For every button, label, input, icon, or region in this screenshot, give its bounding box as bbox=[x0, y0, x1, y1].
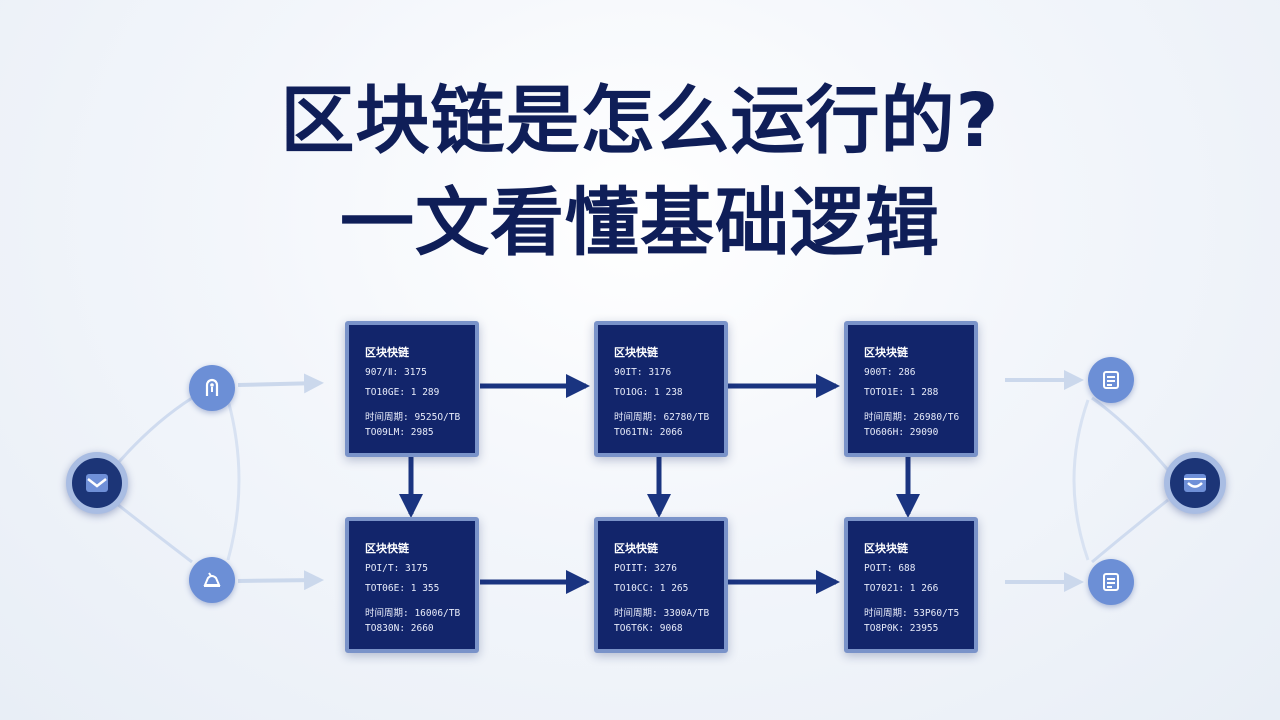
page-title-line-1: 区块链是怎么运行的? bbox=[280, 78, 1000, 164]
block-timestamp: 时间周期: 3300A/TB bbox=[614, 608, 710, 619]
connector-right-arc bbox=[1072, 399, 1090, 561]
faint-arrow-left-bottom bbox=[237, 570, 324, 591]
key-icon bbox=[205, 378, 219, 396]
block-field: TOTO1E: 1 288 bbox=[864, 387, 939, 398]
block-field: TO10GE: 1 289 bbox=[365, 387, 440, 398]
right-bottom-node bbox=[1088, 559, 1134, 605]
block-timestamp: 时间周期: 9525O/TB bbox=[365, 412, 461, 423]
left-top-node bbox=[189, 365, 235, 411]
block-field: POIIT: 3276 bbox=[614, 563, 677, 574]
block-timestamp: 时间周期: 62780/TB bbox=[614, 412, 710, 423]
block-field: 900T: 286 bbox=[864, 367, 916, 378]
mail-icon bbox=[86, 474, 108, 492]
block-field: 90IT: 3176 bbox=[614, 367, 672, 378]
faint-arrow-left-top bbox=[237, 373, 324, 394]
block-title: 区块块链 bbox=[864, 542, 908, 555]
block-field: TO6T6K: 9068 bbox=[614, 623, 683, 634]
block-timestamp: 时间周期: 53P60/T5 bbox=[864, 608, 960, 619]
connector-left-hub-top bbox=[110, 396, 193, 471]
block-title: 区块快链 bbox=[614, 542, 658, 555]
right-top-node bbox=[1088, 357, 1134, 403]
block-field: TO09LM: 2985 bbox=[365, 427, 434, 438]
block-title: 区块快链 bbox=[614, 346, 658, 359]
connector-left-arc bbox=[226, 399, 241, 561]
block-bottom-3: 区块块链 POIT: 688 TO7021: 1 266 时间周期: 53P60… bbox=[844, 517, 978, 653]
block-field: TO830N: 2660 bbox=[365, 623, 434, 634]
document-icon bbox=[1103, 371, 1119, 389]
block-field: TO1OG: 1 238 bbox=[614, 387, 683, 398]
bell-icon bbox=[203, 572, 221, 587]
left-bottom-node bbox=[189, 557, 235, 603]
left-hub-node bbox=[66, 452, 128, 514]
block-title: 区块块链 bbox=[864, 346, 908, 359]
block-field: TO7021: 1 266 bbox=[864, 583, 939, 594]
block-field: TO10CC: 1 265 bbox=[614, 583, 689, 594]
block-field: TO8P0K: 23955 bbox=[864, 623, 939, 634]
block-title: 区块快链 bbox=[365, 346, 409, 359]
right-hub-node bbox=[1164, 452, 1226, 514]
page-title-line-2: 一文看懂基础逻辑 bbox=[340, 180, 940, 266]
block-top-1: 区块快链 907/Ⅱ: 3175 TO10GE: 1 289 时间周期: 952… bbox=[345, 321, 479, 457]
connector-right-hub-top bbox=[1091, 396, 1170, 471]
connector-right-hub-bottom bbox=[1091, 498, 1169, 564]
block-bottom-2: 区块快链 POIIT: 3276 TO10CC: 1 265 时间周期: 330… bbox=[594, 517, 728, 653]
block-bottom-1: 区块快链 POI/T: 3175 TOT06E: 1 355 时间周期: 160… bbox=[345, 517, 479, 653]
block-timestamp: 时间周期: 16006/TB bbox=[365, 608, 461, 619]
wallet-icon bbox=[1184, 474, 1206, 492]
block-field: POIT: 688 bbox=[864, 563, 916, 574]
block-field: POI/T: 3175 bbox=[365, 563, 428, 574]
document-icon bbox=[1103, 573, 1119, 591]
block-field: TOT06E: 1 355 bbox=[365, 583, 440, 594]
block-field: TO606H: 29090 bbox=[864, 427, 939, 438]
connector-left-hub-bottom bbox=[111, 498, 193, 564]
block-timestamp: 时间周期: 26980/T6 bbox=[864, 412, 960, 423]
block-top-3: 区块块链 900T: 286 TOTO1E: 1 288 时间周期: 26980… bbox=[844, 321, 978, 457]
block-top-2: 区块快链 90IT: 3176 TO1OG: 1 238 时间周期: 62780… bbox=[594, 321, 728, 457]
block-title: 区块快链 bbox=[365, 542, 409, 555]
block-field: TO61TN: 2066 bbox=[614, 427, 683, 438]
block-field: 907/Ⅱ: 3175 bbox=[365, 367, 427, 378]
